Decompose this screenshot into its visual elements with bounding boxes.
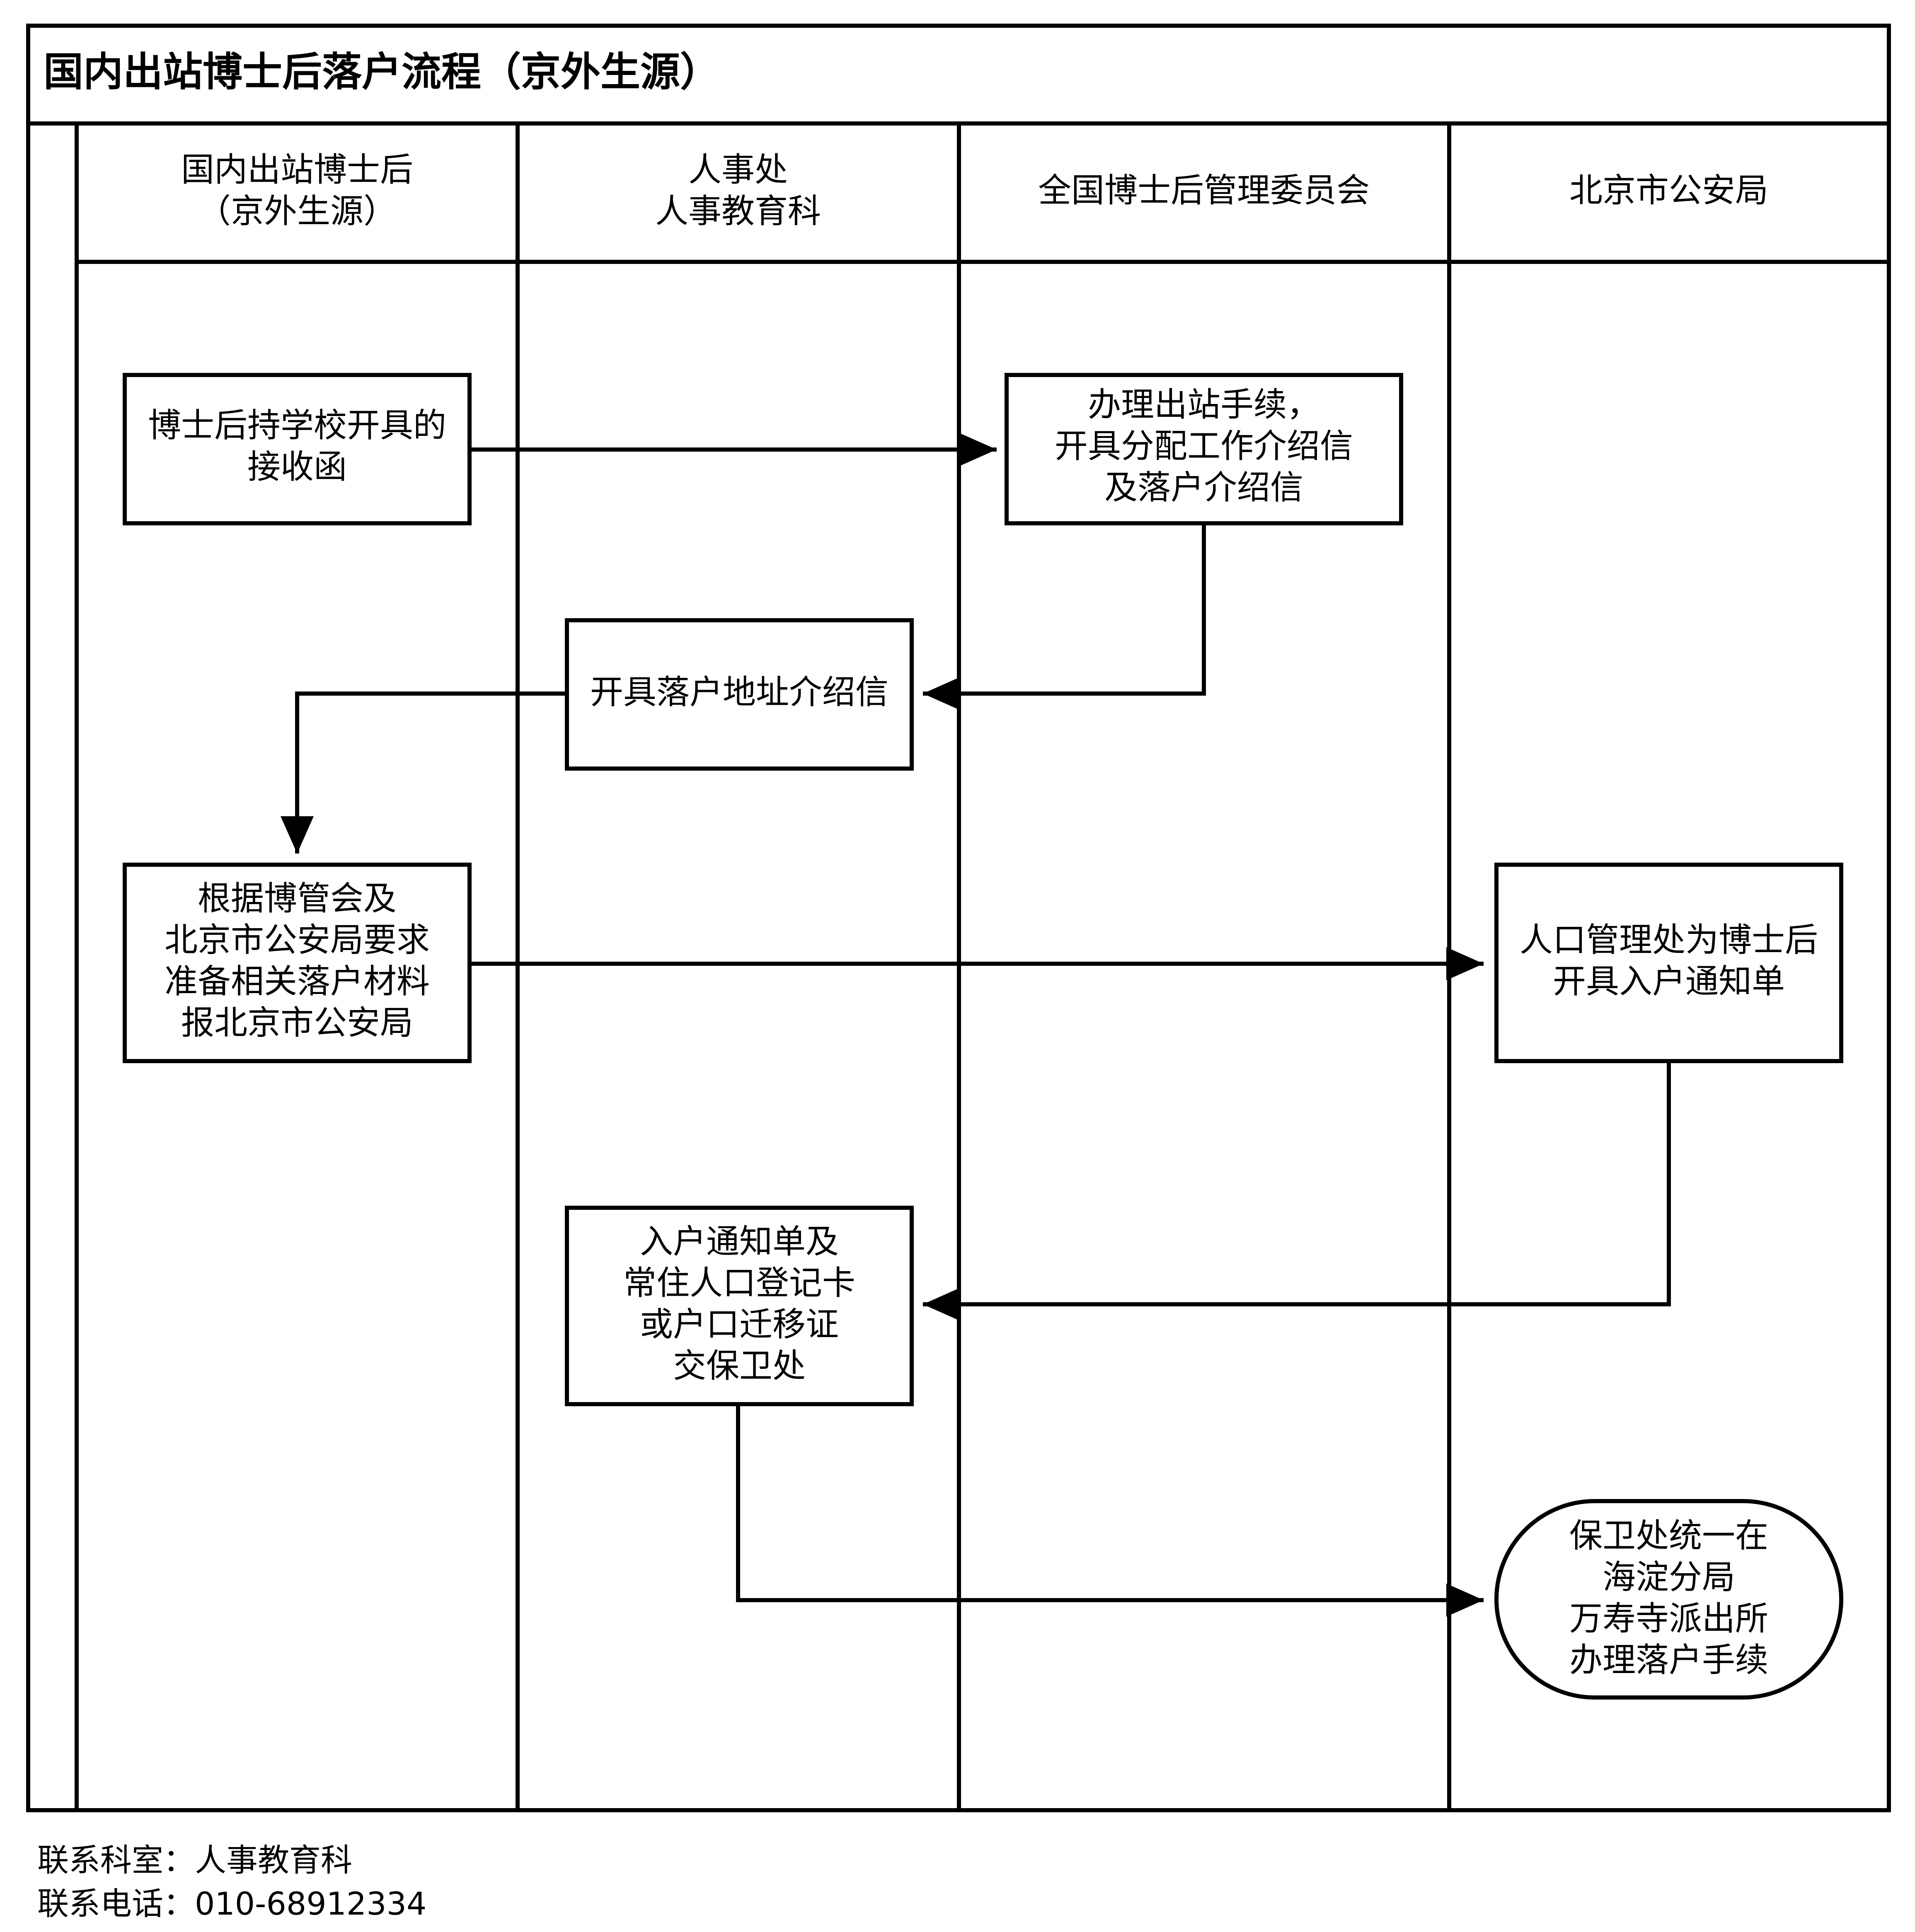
- node-label: 交保卫处: [673, 1347, 806, 1385]
- footer-contact-phone: 联系电话：010-68912334: [37, 1885, 427, 1922]
- node-n1: 博士后持学校开具的 接收函: [123, 373, 472, 525]
- node-label: 根据博管会及: [198, 879, 397, 918]
- node-n5: 人口管理处为博士后 开具入户通知单: [1494, 863, 1843, 1063]
- node-n6: 入户通知单及 常住人口登记卡 或户口迁移证 交保卫处: [565, 1206, 914, 1406]
- node-label: 入户通知单及: [640, 1222, 839, 1261]
- lane-header-label: 北京市公安局: [1569, 171, 1768, 210]
- node-n7: 保卫处统一在 海淀分局 万寿寺派出所 办理落户手续: [1494, 1499, 1843, 1700]
- node-label: 常住人口登记卡: [623, 1264, 855, 1302]
- node-n4: 根据博管会及 北京市公安局要求 准备相关落户材料 报北京市公安局: [123, 863, 472, 1063]
- node-n3: 开具落户地址介绍信: [565, 618, 914, 771]
- node-label: 开具落户地址介绍信: [590, 673, 889, 711]
- lane-header-hr: 人事处 人事教育科: [655, 150, 821, 230]
- connector-n3-n4: [281, 692, 567, 854]
- lane-header-committee: 全国博士后管理委员会: [1038, 171, 1370, 210]
- node-label: 海淀分局: [1603, 1558, 1735, 1596]
- process-box: [565, 1206, 914, 1406]
- process-box: [1005, 373, 1403, 525]
- node-label: 或户口迁移证: [640, 1305, 839, 1344]
- lane-header-label: 人事处: [688, 150, 788, 189]
- lane-header-postdoc: 国内出站博士后 （京外生源）: [181, 150, 413, 230]
- lane-header-label: （京外生源）: [198, 192, 397, 230]
- process-box: [123, 863, 472, 1063]
- connector-n6-n7: [736, 1405, 1484, 1617]
- lane-header-label: 国内出站博士后: [181, 150, 413, 189]
- node-label: 准备相关落户材料: [165, 962, 430, 1001]
- node-n2: 办理出站手续， 开具分配工作介绍信 及落户介绍信: [1005, 373, 1403, 525]
- node-label: 开具入户通知单: [1553, 962, 1785, 1001]
- diagram-title: 国内出站博士后落户流程（京外生源）: [44, 48, 720, 95]
- node-label: 博士后持学校开具的: [148, 406, 446, 445]
- connector-n2-n3: [923, 523, 1206, 710]
- node-label: 接收函: [247, 447, 347, 486]
- node-label: 人口管理处为博士后: [1520, 921, 1818, 959]
- connectors: [281, 433, 1671, 1617]
- node-label: 北京市公安局要求: [165, 921, 430, 959]
- footer-contact-office: 联系科室：人事教育科: [37, 1842, 352, 1879]
- node-label: 保卫处统一在: [1569, 1516, 1768, 1555]
- node-label: 办理出站手续，: [1088, 385, 1320, 424]
- node-label: 万寿寺派出所: [1569, 1599, 1768, 1638]
- lane-header-police: 北京市公安局: [1569, 171, 1768, 210]
- process-box: [1494, 863, 1843, 1063]
- process-box: [565, 618, 914, 771]
- node-label: 及落户介绍信: [1104, 468, 1303, 507]
- terminal-box: [1494, 1499, 1843, 1700]
- lane-header-label: 人事教育科: [655, 192, 821, 230]
- process-box: [123, 373, 472, 525]
- lane-header-label: 全国博士后管理委员会: [1038, 171, 1370, 210]
- node-label: 报北京市公安局: [181, 1003, 413, 1042]
- node-label: 开具分配工作介绍信: [1055, 427, 1353, 465]
- node-label: 办理落户手续: [1569, 1641, 1768, 1679]
- connector-n5-n6: [923, 1062, 1671, 1321]
